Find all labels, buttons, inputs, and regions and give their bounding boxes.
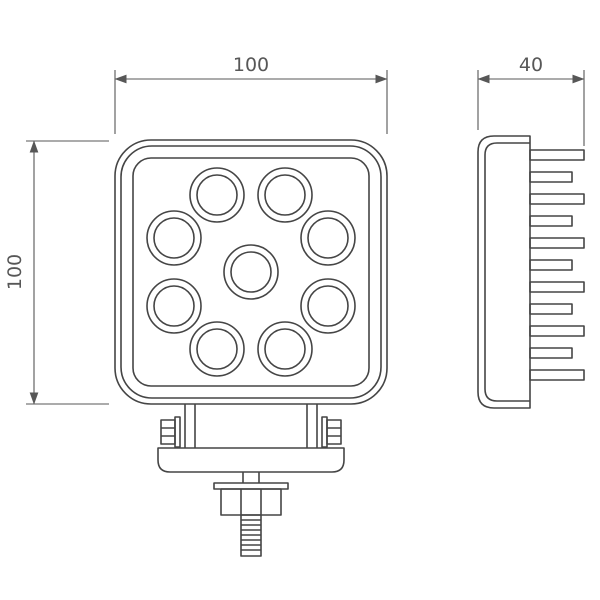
fin <box>529 149 585 161</box>
led-outer-ring <box>300 210 356 266</box>
stud-neck <box>242 472 260 483</box>
nut-body <box>220 488 282 516</box>
bolt-head-facets <box>327 427 341 437</box>
dimension-depth: 40 <box>477 54 585 146</box>
dimension-label-height: 100 <box>4 254 26 290</box>
dimension-width: 100 <box>114 54 388 134</box>
stud-threads <box>241 519 261 551</box>
led-inner-ring <box>196 174 238 216</box>
lamp-inner-frame <box>120 145 382 399</box>
fin <box>529 303 573 315</box>
led-inner-ring <box>264 174 306 216</box>
led-lens <box>300 278 356 334</box>
threaded-stud <box>240 514 262 557</box>
nut-facets <box>240 489 262 515</box>
dimension-label-depth: 40 <box>519 54 543 76</box>
led-outer-ring <box>257 321 313 377</box>
led-outer-ring <box>146 278 202 334</box>
led-outer-ring <box>257 167 313 223</box>
fin <box>529 171 573 183</box>
led-inner-ring <box>153 285 195 327</box>
fin <box>529 347 573 359</box>
fin <box>529 237 585 249</box>
fin <box>529 193 585 205</box>
front-view <box>114 139 388 405</box>
extension-lines <box>26 140 109 405</box>
led-lens <box>257 321 313 377</box>
lamp-outer-frame <box>114 139 388 405</box>
led-lens <box>300 210 356 266</box>
mounting-bracket <box>157 404 345 557</box>
fin <box>529 369 585 381</box>
fin <box>529 325 585 337</box>
fin <box>529 259 573 271</box>
linework <box>114 135 585 557</box>
fin <box>529 281 585 293</box>
led-outer-ring <box>189 321 245 377</box>
lamp-face <box>132 157 370 387</box>
bolt-washer <box>174 416 181 448</box>
bolt-head-facets <box>161 427 175 437</box>
led-lens <box>257 167 313 223</box>
dimensions: 100 100 40 <box>4 54 585 405</box>
led-inner-ring <box>196 328 238 370</box>
heatsink-fins <box>529 149 585 381</box>
led-inner-ring <box>307 285 349 327</box>
extension-lines <box>477 70 585 146</box>
side-bolt-right <box>321 416 342 448</box>
washer <box>213 482 289 490</box>
fin <box>529 215 573 227</box>
bolt-head <box>160 419 176 445</box>
side-view <box>477 135 585 409</box>
bracket-crossbar <box>157 447 345 473</box>
bolt-head <box>326 419 342 445</box>
led-lens <box>189 321 245 377</box>
led-inner-ring <box>153 217 195 259</box>
led-inner-ring <box>230 251 272 293</box>
side-body-inner <box>484 142 530 402</box>
led-lens <box>146 210 202 266</box>
led-outer-ring <box>146 210 202 266</box>
led-outer-ring <box>189 167 245 223</box>
led-inner-ring <box>264 328 306 370</box>
led-array <box>146 167 356 377</box>
led-inner-ring <box>307 217 349 259</box>
extension-lines <box>114 70 388 134</box>
mounting-nut <box>220 488 282 516</box>
led-lens <box>146 278 202 334</box>
led-outer-ring <box>300 278 356 334</box>
led-lens <box>223 244 279 300</box>
side-bolt-left <box>160 416 181 448</box>
led-outer-ring <box>223 244 279 300</box>
dimension-label-width: 100 <box>233 54 269 76</box>
side-body-outer <box>477 135 531 409</box>
led-lens <box>189 167 245 223</box>
dimension-height: 100 <box>4 140 109 405</box>
